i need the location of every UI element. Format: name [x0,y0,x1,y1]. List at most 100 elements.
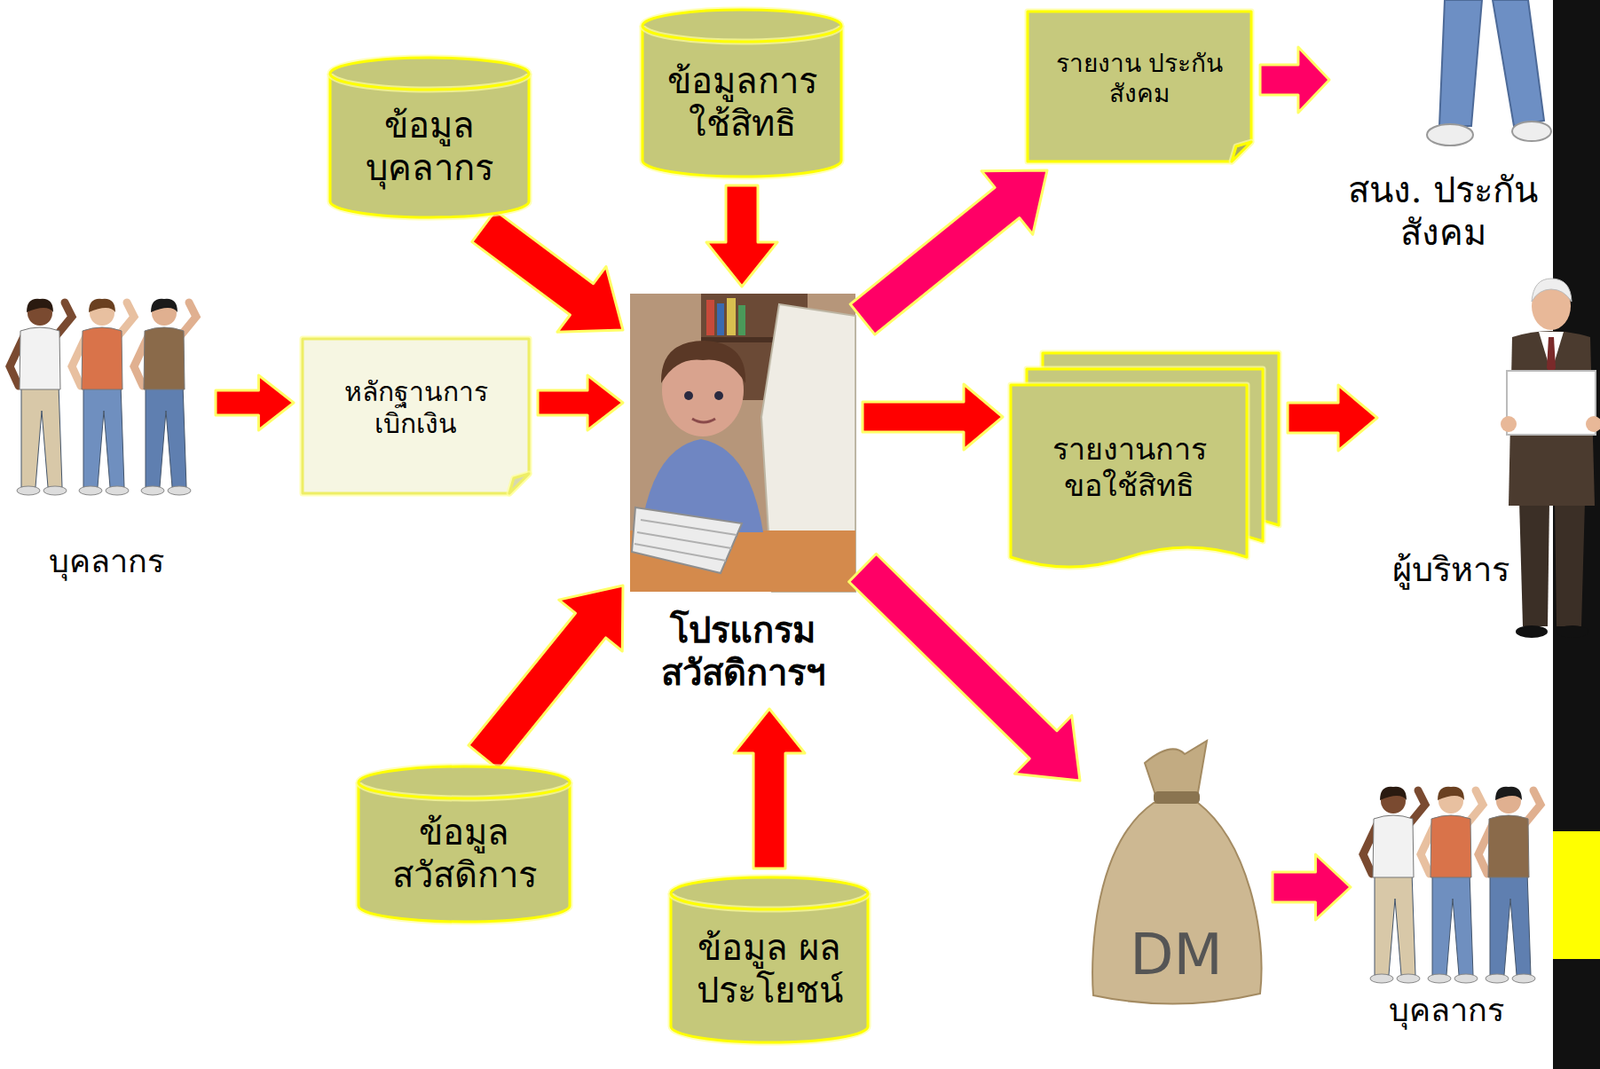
staff-figures-right-part [1363,787,1426,984]
outline-glow [358,782,570,799]
block-arrow [1260,47,1330,113]
executive-figure: ผู้บริหาร [1384,270,1598,644]
computer-kid-picture-part [631,507,742,574]
office-figure: สนง. ประกันสังคม [1336,0,1550,267]
node-text: ข้อมูล สวัสดิการ [379,811,549,897]
officer-legs-picture [1426,0,1552,146]
text-block: สนง. ประกันสังคม [1340,168,1545,254]
database-cylinder: ข้อมูล ผลประโยชน์ [669,875,870,1045]
executive-picture [1500,278,1600,639]
block-arrow [215,375,294,431]
staff-group: บุคลากร [4,295,209,589]
outline-glow [302,338,529,494]
outline-glow [509,473,529,494]
officer-legs-picture-part [1492,0,1545,127]
executive-picture-part [1531,278,1572,302]
staff-figures-left [9,299,197,496]
block-arrow [706,185,778,287]
executive-picture-part [1556,625,1589,639]
node-text: ข้อมูล บุคลากร [349,103,510,190]
computer-kid-picture-part [661,340,746,384]
block-arrow [537,375,623,431]
staff-figures-right-part [1478,787,1541,984]
executive-picture-part [1515,625,1548,639]
outline-shape [1027,11,1252,162]
outline-shape [642,25,842,42]
staff-figures-right-part [1420,787,1483,984]
money-bag-picture-part [1153,791,1200,804]
outline-shape [330,57,529,218]
outline-glow [1231,141,1252,162]
text-block: รายงานการ ขอใช้สิทธิ [1040,431,1219,505]
outline-glow [1027,11,1252,162]
edge-bar-part [1552,0,1600,1069]
outline-shape [642,9,842,177]
block-arrow [733,709,805,869]
outline-shape [358,782,570,799]
text-block: ข้อมูล บุคลากร [349,103,510,190]
executive-picture-part [1554,501,1585,627]
outline-shape [302,338,529,494]
database-cylinder: ข้อมูล บุคลากร [328,55,531,220]
outline-glow [670,877,868,1043]
outline-shape [1231,141,1252,162]
staff-figures-left-part [71,299,134,496]
computer-kid-picture-part [692,418,716,423]
text-block: รายงาน ประกันสังคม [1050,48,1229,109]
staff-figures-left-part [9,299,72,496]
text-block: หลักฐานการ เบิกเงิน [327,376,505,441]
computer-kid-picture-part [717,303,725,336]
computer-kid-picture [630,293,856,592]
outline-glow [330,57,529,218]
money-bag: DM [1087,734,1266,1006]
executive-picture-part [1500,416,1517,433]
executive-picture-part [1506,370,1596,435]
outline-glow [1010,385,1247,568]
outline-shape [670,893,868,910]
outline-glow [670,893,868,910]
node-text: รายงานการ ขอใช้สิทธิ [1040,431,1219,505]
node-text: รายงาน ประกันสังคม [1050,48,1229,109]
executive-picture-part [1546,337,1556,375]
caption-text: สนง. ประกันสังคม [1340,168,1545,254]
outline-shape [358,766,570,923]
block-arrow [862,384,1003,450]
computer-kid-picture-part [706,299,715,336]
computer-kid-picture-part [630,293,856,592]
outline-glow [642,9,842,177]
block-arrow [472,210,623,332]
text-block: บุคลากร [1357,991,1536,1030]
outline-shape [1010,385,1247,568]
officer-legs-picture-part [1512,121,1552,142]
money-bag-picture [1092,740,1262,1005]
outline-glow [358,766,570,923]
text-block: ข้อมูลการ ใช้สิทธิ [657,59,827,145]
database-cylinder: ข้อมูล สวัสดิการ [356,764,572,924]
caption-text: โปรแกรม สวัสดิการฯ [640,608,845,694]
caption-text: DM [1122,921,1230,990]
officer-legs-picture-part [1426,124,1474,146]
node-text: หลักฐานการ เบิกเงิน [327,376,505,441]
report-document: รายงาน ประกันสังคม [1025,9,1254,164]
outline-glow [330,73,529,90]
report-stack: รายงานการ ขอใช้สิทธิ [1009,352,1281,572]
text-block: ผู้บริหาร [1384,550,1518,592]
computer-kid-picture-part [634,520,737,561]
edge-bar [1552,0,1600,1069]
computer-kid-picture-part [714,391,724,401]
caption-text: บุคลากร [1357,991,1536,1030]
node-text: ข้อมูล ผลประโยชน์ [675,926,864,1012]
outline-shape [330,73,529,90]
executive-picture-part [1519,501,1550,627]
block-arrow [1287,385,1378,451]
officer-legs-picture-part [1439,0,1482,127]
outline-shape [509,473,529,494]
block-arrow [850,170,1048,335]
staff-group: บุคลากร [1357,785,1536,1034]
text-block: โปรแกรม สวัสดิการฯ [640,608,845,694]
caption-text: ผู้บริหาร [1384,550,1518,592]
staff-figures-left-part [133,299,197,496]
edge-bar-part [1552,831,1600,960]
computer-kid-picture-part [738,305,746,336]
